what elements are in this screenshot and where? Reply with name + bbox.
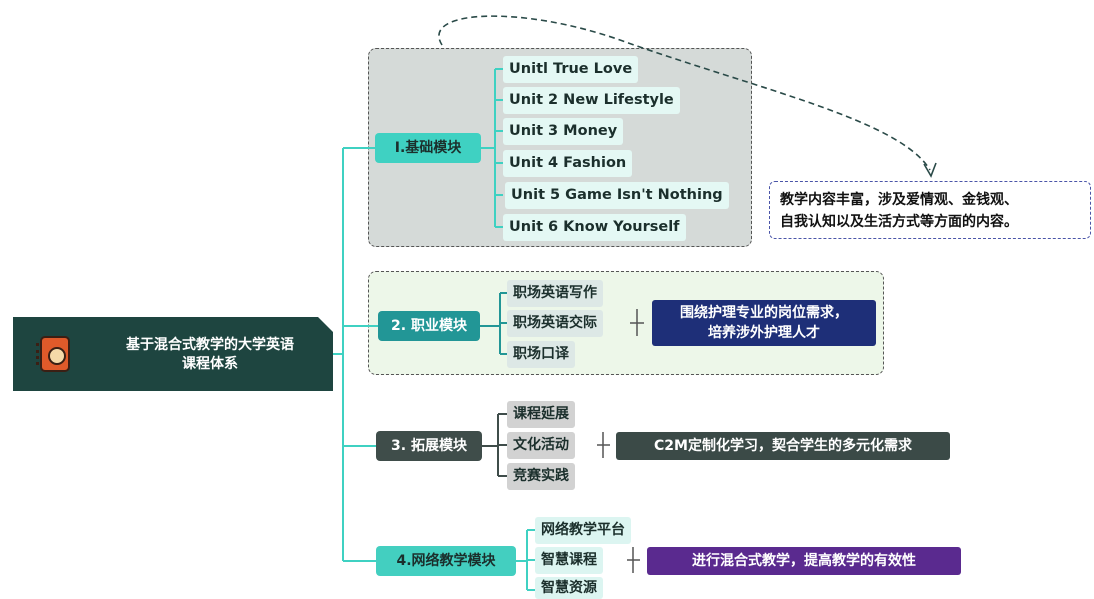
module-4-node: 4.网络教学模块 — [376, 546, 516, 576]
unit-5-item: Unit 5 Game Isn't Nothing — [505, 182, 729, 209]
smart-resource-item: 智慧资源 — [535, 577, 603, 599]
root-title-line1: 基于混合式教学的大学英语 — [126, 337, 294, 353]
module-1-summary: 教学内容丰富，涉及爱情观、金钱观、 自我认知以及生活方式等方面的内容。 — [769, 181, 1091, 239]
module-2-node: 2. 职业模块 — [378, 311, 480, 341]
module-4-summary: 进行混合式教学，提高教学的有效性 — [647, 547, 961, 575]
unit-4-item: Unit 4 Fashion — [503, 150, 633, 177]
module-3-summary: C2M定制化学习，契合学生的多元化需求 — [616, 432, 950, 460]
job-communication-item: 职场英语交际 — [507, 310, 603, 337]
unit-2-item: Unit 2 New Lifestyle — [503, 87, 680, 114]
online-platform-item: 网络教学平台 — [535, 517, 631, 544]
module-1-summary-line1: 教学内容丰富，涉及爱情观、金钱观、 — [780, 192, 1018, 208]
cultural-activity-item: 文化活动 — [507, 432, 575, 459]
module-1-summary-line2: 自我认知以及生活方式等方面的内容。 — [780, 214, 1018, 230]
module-1-node: Ⅰ.基础模块 — [375, 133, 481, 163]
root-title: 基于混合式教学的大学英语 课程体系 — [100, 336, 320, 374]
root-title-line2: 课程体系 — [182, 356, 238, 372]
competition-practice-item: 竞赛实践 — [507, 463, 575, 490]
smart-course-item: 智慧课程 — [535, 547, 603, 574]
course-extension-item: 课程延展 — [507, 401, 575, 428]
job-writing-item: 职场英语写作 — [507, 280, 603, 307]
unit-6-item: Unit 6 Know Yourself — [503, 214, 686, 241]
unit-3-item: Unit 3 Money — [503, 118, 624, 145]
module-2-summary-line1: 围绕护理专业的岗位需求， — [680, 305, 848, 321]
module-2-summary: 围绕护理专业的岗位需求， 培养涉外护理人才 — [652, 300, 876, 346]
module-3-node: 3. 拓展模块 — [376, 431, 482, 461]
module-2-summary-line2: 培养涉外护理人才 — [708, 325, 820, 341]
unit-1-item: Unitl True Love — [503, 56, 639, 83]
job-interpretation-item: 职场口译 — [507, 341, 575, 368]
notebook-icon — [36, 336, 70, 372]
